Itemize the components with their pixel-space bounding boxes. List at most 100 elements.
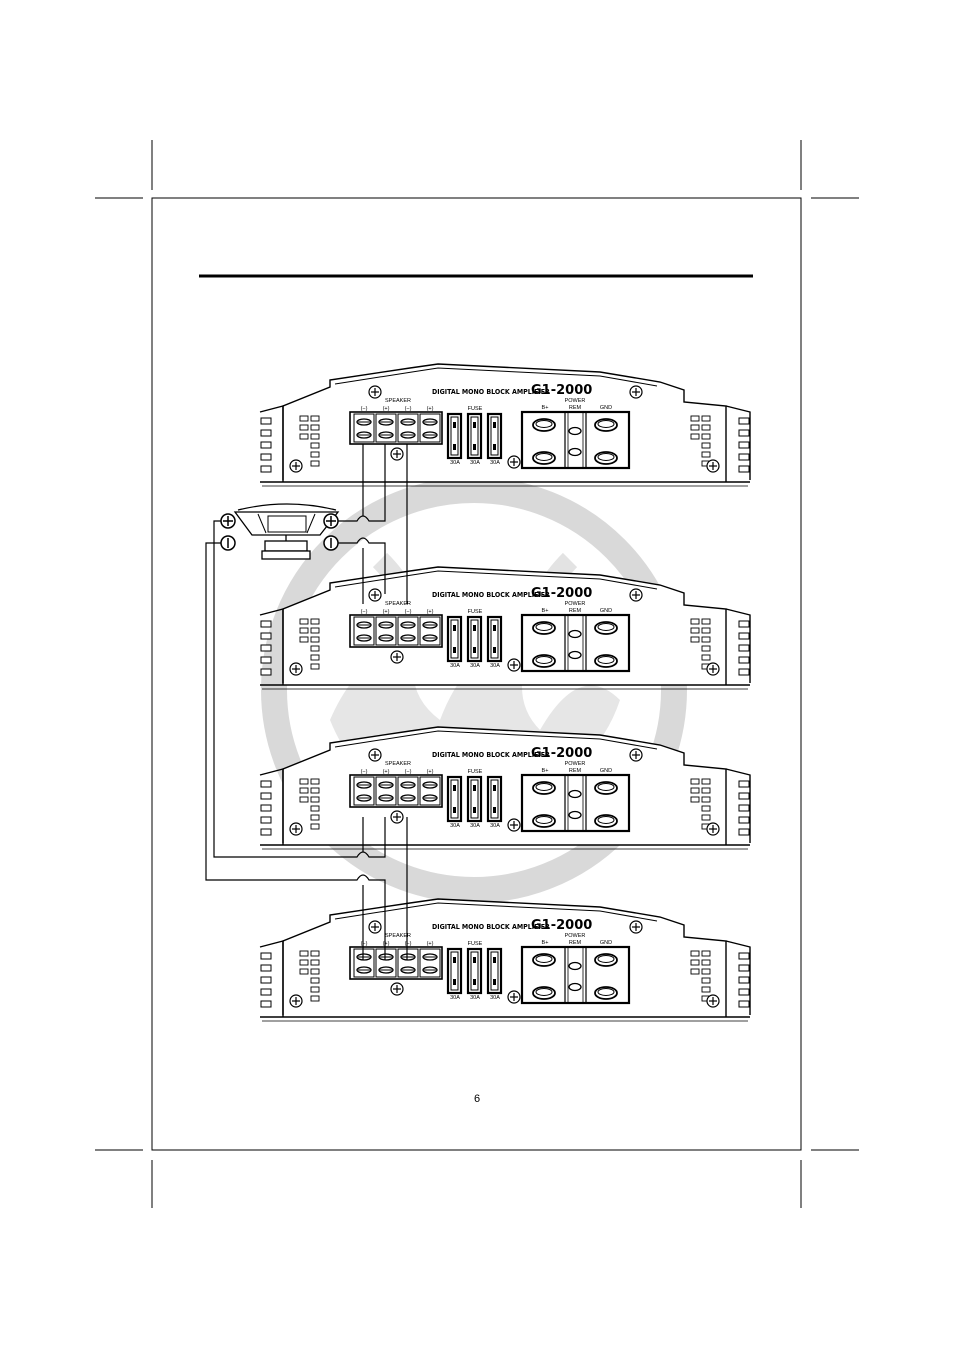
amplifier-unit: DIGITAL MONO BLOCK AMPLIFIERG1-2000SPEAK… <box>259 898 751 1022</box>
power-terminal-gnd: GND <box>600 405 612 411</box>
rem-post-icon <box>568 650 582 660</box>
screw-icon <box>507 658 521 672</box>
rem-post-icon <box>568 447 582 457</box>
speaker-terminal-label: (+) <box>383 941 390 947</box>
screw-icon <box>507 818 521 832</box>
speaker-terminal <box>353 616 375 646</box>
screw-icon <box>629 748 643 762</box>
screw-icon <box>507 455 521 469</box>
speaker-terminal-label: (+) <box>427 769 434 775</box>
fuse-icon <box>466 615 483 663</box>
screw-icon <box>629 385 643 399</box>
fuse-rating: 30A <box>470 663 480 669</box>
screw-icon <box>368 385 382 399</box>
power-post-icon <box>594 451 618 465</box>
fuse-icon <box>486 947 503 995</box>
speaker-terminal-label: (+) <box>427 609 434 615</box>
power-terminal-bplus: B+ <box>542 405 549 411</box>
power-terminal-rem: REM <box>569 768 582 774</box>
screw-icon <box>368 588 382 602</box>
fuse-icon <box>446 412 463 460</box>
fuse-rating: 30A <box>490 995 500 1001</box>
rem-post-icon <box>568 789 582 799</box>
speaker-symbol <box>233 503 340 560</box>
fuse-rating: 30A <box>450 995 460 1001</box>
amplifier-title: DIGITAL MONO BLOCK AMPLIFIER <box>432 923 550 931</box>
speaker-terminal-label: (+) <box>383 406 390 412</box>
speaker-terminal-label: (+) <box>383 769 390 775</box>
speaker-terminal <box>353 948 375 978</box>
screw-icon <box>289 662 303 676</box>
power-post-icon <box>532 781 556 795</box>
power-terminal-gnd: GND <box>600 940 612 946</box>
amplifier-unit: DIGITAL MONO BLOCK AMPLIFIERG1-2000SPEAK… <box>259 566 751 690</box>
speaker-terminal-label: (−) <box>405 769 412 775</box>
power-post-icon <box>532 986 556 1000</box>
fuse-rating: 30A <box>470 823 480 829</box>
heatsink-fins-left <box>260 780 272 836</box>
speaker-terminal <box>397 948 419 978</box>
speaker-minus-symbol-left <box>220 535 236 551</box>
power-post-icon <box>594 654 618 668</box>
power-post-icon <box>532 451 556 465</box>
rem-post-icon <box>568 629 582 639</box>
power-post-icon <box>532 418 556 432</box>
speaker-terminal <box>419 948 441 978</box>
amplifier-title: DIGITAL MONO BLOCK AMPLIFIER <box>432 388 550 396</box>
fuse-icon <box>446 775 463 823</box>
screw-icon <box>507 990 521 1004</box>
power-label: POWER <box>565 761 586 767</box>
speaker-terminal-label: (−) <box>361 406 368 412</box>
fuse-label: FUSE <box>468 941 483 947</box>
screw-icon <box>390 982 404 996</box>
fuse-rating: 30A <box>490 460 500 466</box>
screw-icon <box>706 459 720 473</box>
amplifier-model: G1-2000 <box>531 746 592 761</box>
screw-icon <box>368 748 382 762</box>
rem-post-icon <box>568 982 582 992</box>
fuse-icon <box>486 615 503 663</box>
speaker-terminal-label: (−) <box>361 941 368 947</box>
screw-icon <box>289 822 303 836</box>
speaker-label: SPEAKER <box>385 933 411 939</box>
screw-icon <box>289 459 303 473</box>
page-number: 6 <box>474 1093 480 1105</box>
speaker-terminal-label: (−) <box>361 769 368 775</box>
amplifier-model: G1-2000 <box>531 918 592 933</box>
speaker-label: SPEAKER <box>385 398 411 404</box>
fuse-label: FUSE <box>468 406 483 412</box>
power-post-icon <box>532 814 556 828</box>
speaker-wiring <box>205 444 408 960</box>
speaker-terminal <box>419 616 441 646</box>
fuse-icon <box>486 775 503 823</box>
fuse-rating: 30A <box>490 823 500 829</box>
power-terminal-bplus: B+ <box>542 608 549 614</box>
speaker-plus-symbol-left <box>220 513 236 529</box>
rem-post-icon <box>568 810 582 820</box>
fuse-rating: 30A <box>470 995 480 1001</box>
screw-icon <box>706 662 720 676</box>
amplifier-stack: DIGITAL MONO BLOCK AMPLIFIERG1-2000SPEAK… <box>259 363 751 1022</box>
amplifier-model: G1-2000 <box>531 383 592 398</box>
screw-icon <box>289 994 303 1008</box>
speaker-terminal-label: (−) <box>361 609 368 615</box>
screw-icon <box>629 588 643 602</box>
speaker-minus-symbol-right <box>323 535 339 551</box>
amplifier-unit: DIGITAL MONO BLOCK AMPLIFIERG1-2000SPEAK… <box>259 363 751 487</box>
speaker-terminal-label: (−) <box>405 609 412 615</box>
power-post-icon <box>532 621 556 635</box>
power-post-icon <box>594 621 618 635</box>
heatsink-fins-right <box>738 417 750 473</box>
speaker-terminal <box>375 776 397 806</box>
power-terminal-bplus: B+ <box>542 940 549 946</box>
screw-icon <box>629 920 643 934</box>
crop-marks <box>95 140 859 1208</box>
power-post-icon <box>594 418 618 432</box>
rem-post-icon <box>568 426 582 436</box>
power-label: POWER <box>565 398 586 404</box>
power-label: POWER <box>565 933 586 939</box>
power-post-icon <box>532 654 556 668</box>
fuse-icon <box>466 775 483 823</box>
fuse-rating: 30A <box>450 663 460 669</box>
